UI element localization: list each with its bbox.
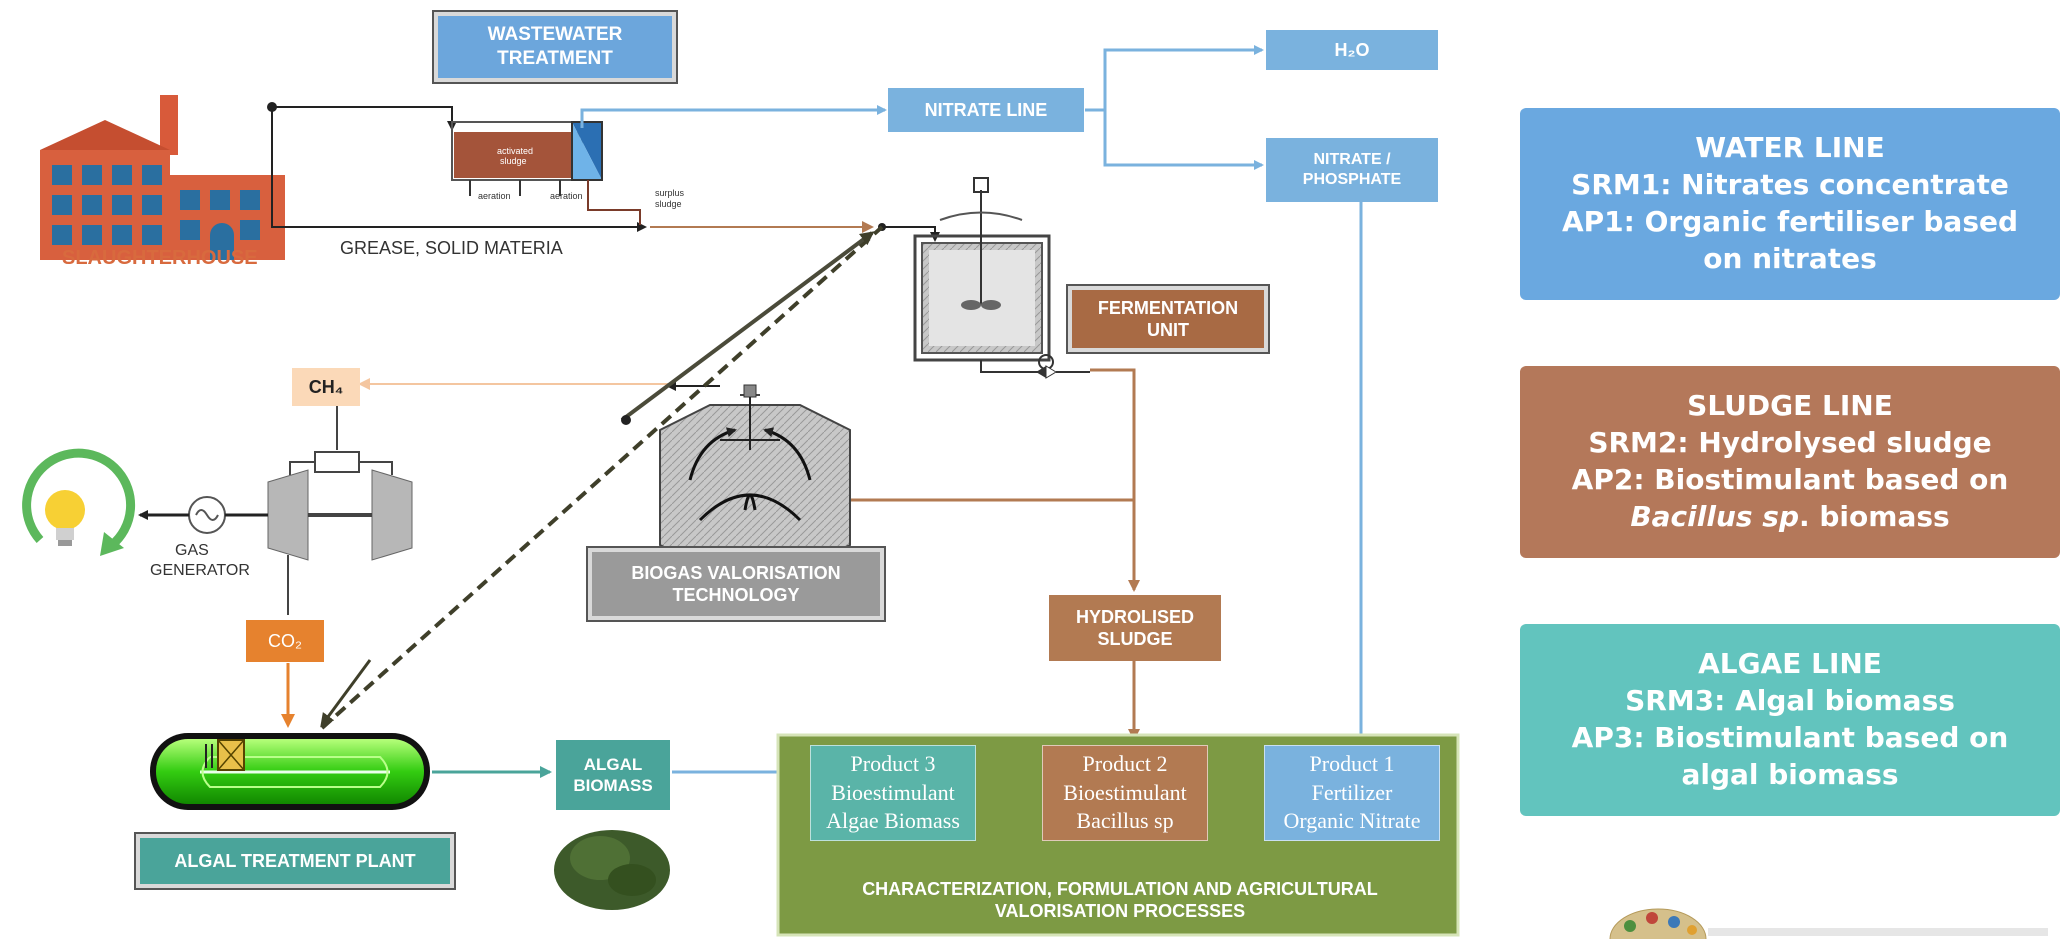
wastewater-treatment-label: WASTEWATER TREATMENT: [487, 24, 623, 69]
h2o-box: H₂O: [1266, 30, 1438, 70]
algae-line-panel: ALGAE LINE SRM3: Algal biomass AP3: Bios…: [1520, 624, 2060, 816]
sludge-line-title: SLUDGE LINE: [1687, 389, 1893, 423]
gas-generator-label-2: GENERATOR: [150, 562, 250, 579]
fermentation-unit-label: FERMENTATION UNIT: [1097, 297, 1239, 341]
algal-treatment-plant-label: ALGAL TREATMENT PLANT: [174, 850, 416, 871]
product-1-name: Organic Nitrate: [1283, 808, 1421, 834]
water-line-title: WATER LINE: [1695, 131, 1885, 165]
product-3-box: Product 3 Bioestimulant Algae Biomass: [810, 745, 976, 841]
product-2-box: Product 2 Bioestimulant Bacillus sp: [1042, 745, 1208, 841]
lightbulb-icon: [22, 448, 136, 556]
nitrate-line-label: NITRATE LINE: [924, 99, 1048, 120]
reactor-icon: [913, 177, 1090, 379]
algae-line-srm: SRM3: Algal biomass: [1625, 684, 1955, 718]
algal-biomass-label: ALGAL BIOMASS: [573, 754, 653, 795]
factory-icon: [40, 95, 285, 260]
water-line-srm: SRM1: Nitrates concentrate: [1571, 168, 2009, 202]
sludge-line-ap: AP2: Biostimulant based on: [1571, 463, 2009, 496]
product-2-type: Bioestimulant: [1063, 779, 1187, 805]
activated-sludge-tank-icon: [451, 121, 641, 225]
product-2-title: Product 2: [1082, 751, 1168, 777]
surplus-sludge-label-1: surplus: [655, 188, 685, 198]
aeration-label-b: aeration: [550, 191, 583, 201]
slaughterhouse-label: SLAUGHTERHOUSE: [62, 247, 258, 269]
nitrate-line-box: NITRATE LINE: [888, 88, 1084, 132]
ch4-label: CH₄: [308, 376, 344, 397]
activated-sludge-label-1: activated: [497, 146, 534, 156]
nitrate-phosphate-label: NITRATE / PHOSPHATE: [1302, 151, 1402, 188]
product-2-name: Bacillus sp: [1076, 808, 1174, 834]
sludge-line-srm: SRM2: Hydrolysed sludge: [1588, 426, 1992, 460]
co2-box: CO₂: [246, 620, 324, 662]
algal-biomass-box: ALGAL BIOMASS: [556, 740, 670, 810]
sludge-line-panel: SLUDGE LINE SRM2: Hydrolysed sludge AP2:…: [1520, 366, 2060, 558]
algae-line-title: ALGAE LINE: [1698, 647, 1882, 681]
product-1-type: Fertilizer: [1311, 779, 1393, 805]
product-3-title: Product 3: [850, 751, 936, 777]
biogas-valorisation-label: BIOGAS VALORISATION TECHNOLOGY: [631, 562, 841, 606]
turbine-icon: [267, 394, 413, 615]
hydrolised-sludge-box: HYDROLISED SLUDGE: [1049, 595, 1221, 661]
nitrate-phosphate-box: NITRATE / PHOSPHATE: [1266, 138, 1438, 202]
ch4-box: CH₄: [292, 368, 360, 406]
h2o-label: H₂O: [1334, 39, 1370, 60]
digester-icon: [659, 384, 851, 571]
algae-line-ap: AP3: Biostimulant based on algal biomass: [1571, 721, 2009, 791]
hydrolised-sludge-label: HYDROLISED SLUDGE: [1075, 606, 1194, 650]
product-1-title: Product 1: [1309, 751, 1395, 777]
processes-title: CHARACTERIZATION, FORMULATION AND AGRICU…: [815, 870, 1425, 930]
activated-sludge-label-2: sludge: [500, 156, 527, 166]
wastewater-treatment-box: WASTEWATER TREATMENT: [432, 10, 678, 84]
algae-powder-icon: [554, 822, 674, 910]
gas-generator-label-1: GAS: [175, 542, 209, 559]
biogas-valorisation-box: BIOGAS VALORISATION TECHNOLOGY: [586, 546, 886, 622]
grease-label: GREASE, SOLID MATERIA: [340, 238, 563, 258]
product-1-box: Product 1 Fertilizer Organic Nitrate: [1264, 745, 1440, 841]
aeration-label-a: aeration: [478, 191, 511, 201]
sludge-line-ap-tail: . biomass: [1799, 499, 1950, 533]
gas-generator-icon: [138, 496, 268, 534]
fermentation-unit-box: FERMENTATION UNIT: [1066, 284, 1270, 354]
water-line-ap: AP1: Organic fertiliser based on nitrate…: [1561, 205, 2019, 275]
processes-title-text: CHARACTERIZATION, FORMULATION AND AGRICU…: [862, 878, 1378, 922]
sludge-line-ap-cont: Bacillus sp. biomass: [1630, 499, 1949, 536]
surplus-sludge-label-2: sludge: [655, 199, 682, 209]
co2-label: CO₂: [268, 630, 302, 651]
bacillus-italic: Bacillus sp: [1630, 499, 1799, 533]
logo-icon: [1609, 908, 2048, 939]
product-3-type: Bioestimulant: [831, 779, 955, 805]
product-3-name: Algae Biomass: [826, 808, 960, 834]
photobioreactor-icon: [150, 733, 430, 810]
algal-treatment-plant-box: ALGAL TREATMENT PLANT: [134, 832, 456, 890]
water-line-panel: WATER LINE SRM1: Nitrates concentrate AP…: [1520, 108, 2060, 300]
